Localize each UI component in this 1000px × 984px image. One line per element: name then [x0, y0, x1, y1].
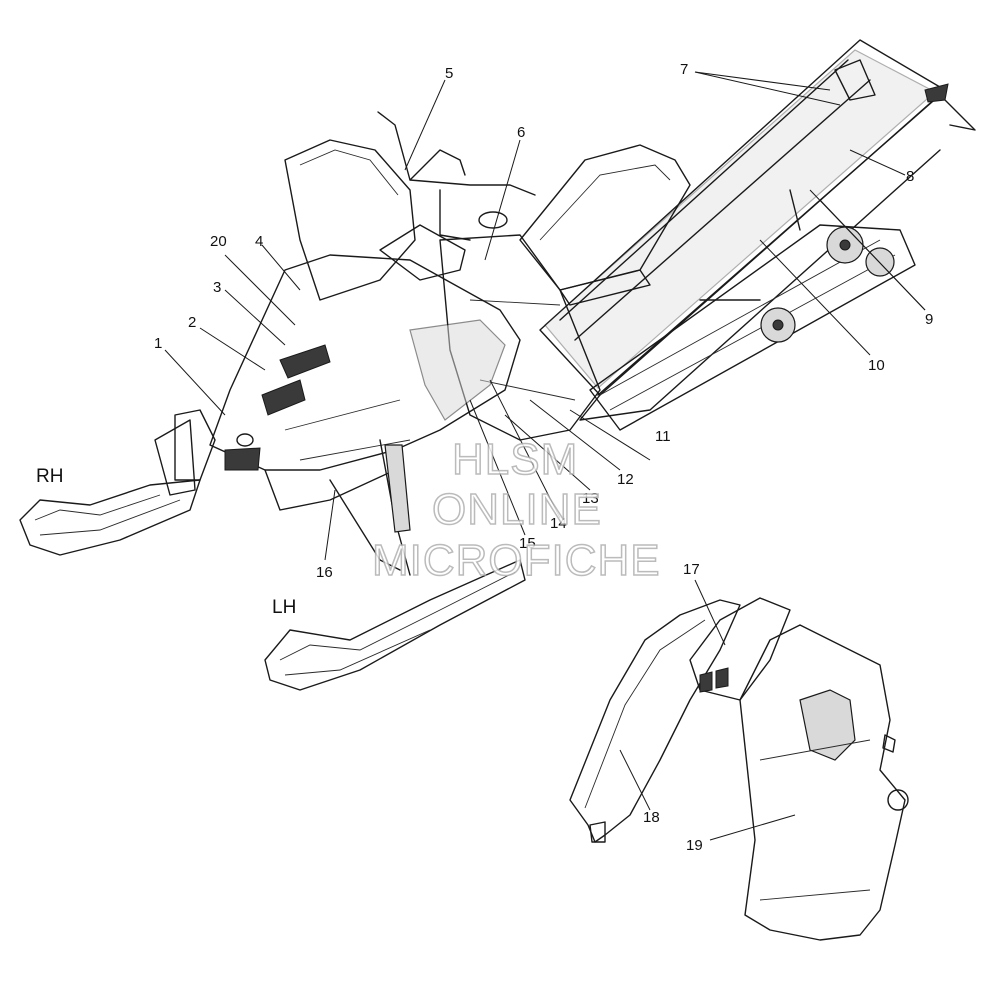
tunnel	[539, 39, 976, 421]
label-right-hand: RH	[36, 466, 63, 487]
callout-14: 14	[550, 515, 567, 532]
callout-6: 6	[517, 124, 525, 141]
callout-9: 9	[925, 311, 933, 328]
callout-11: 11	[655, 428, 671, 445]
callout-12: 12	[617, 471, 634, 488]
callout-19: 19	[686, 837, 703, 854]
leader-lines	[164, 71, 926, 841]
side-panel-19	[739, 624, 909, 941]
ski-rh	[19, 479, 201, 556]
seat	[519, 144, 691, 306]
callout-18: 18	[643, 809, 660, 826]
handlebar	[377, 111, 536, 241]
callout-2: 2	[188, 314, 196, 331]
callout-5: 5	[445, 65, 453, 82]
label-left-hand: LH	[272, 597, 296, 618]
callout-1: 1	[154, 335, 162, 352]
callout-labels: 1 2 3 4 5 6 7 8 9 10 11 12 13 14 15 16 1…	[154, 61, 933, 854]
watermark-line-1: HLSM	[452, 435, 578, 484]
side-panel-17	[689, 597, 791, 701]
callout-7: 7	[680, 61, 688, 78]
callout-15: 15	[519, 535, 536, 552]
callout-20: 20	[210, 233, 227, 250]
ski-lh	[264, 559, 526, 691]
hood	[209, 254, 521, 511]
callout-17: 17	[683, 561, 700, 578]
front-suspension	[154, 409, 411, 576]
side-panel-18	[569, 599, 741, 843]
callout-13: 13	[582, 490, 599, 507]
callout-3: 3	[213, 279, 221, 296]
callout-16: 16	[316, 564, 333, 581]
callout-8: 8	[906, 168, 914, 185]
watermark: HLSM ONLINE MICROFICHE	[371, 434, 661, 586]
watermark-line-3: MICROFICHE	[372, 536, 661, 585]
watermark-line-2: ONLINE	[432, 485, 602, 534]
callout-10: 10	[868, 357, 885, 374]
callout-4: 4	[255, 233, 263, 250]
windshield	[284, 139, 466, 301]
